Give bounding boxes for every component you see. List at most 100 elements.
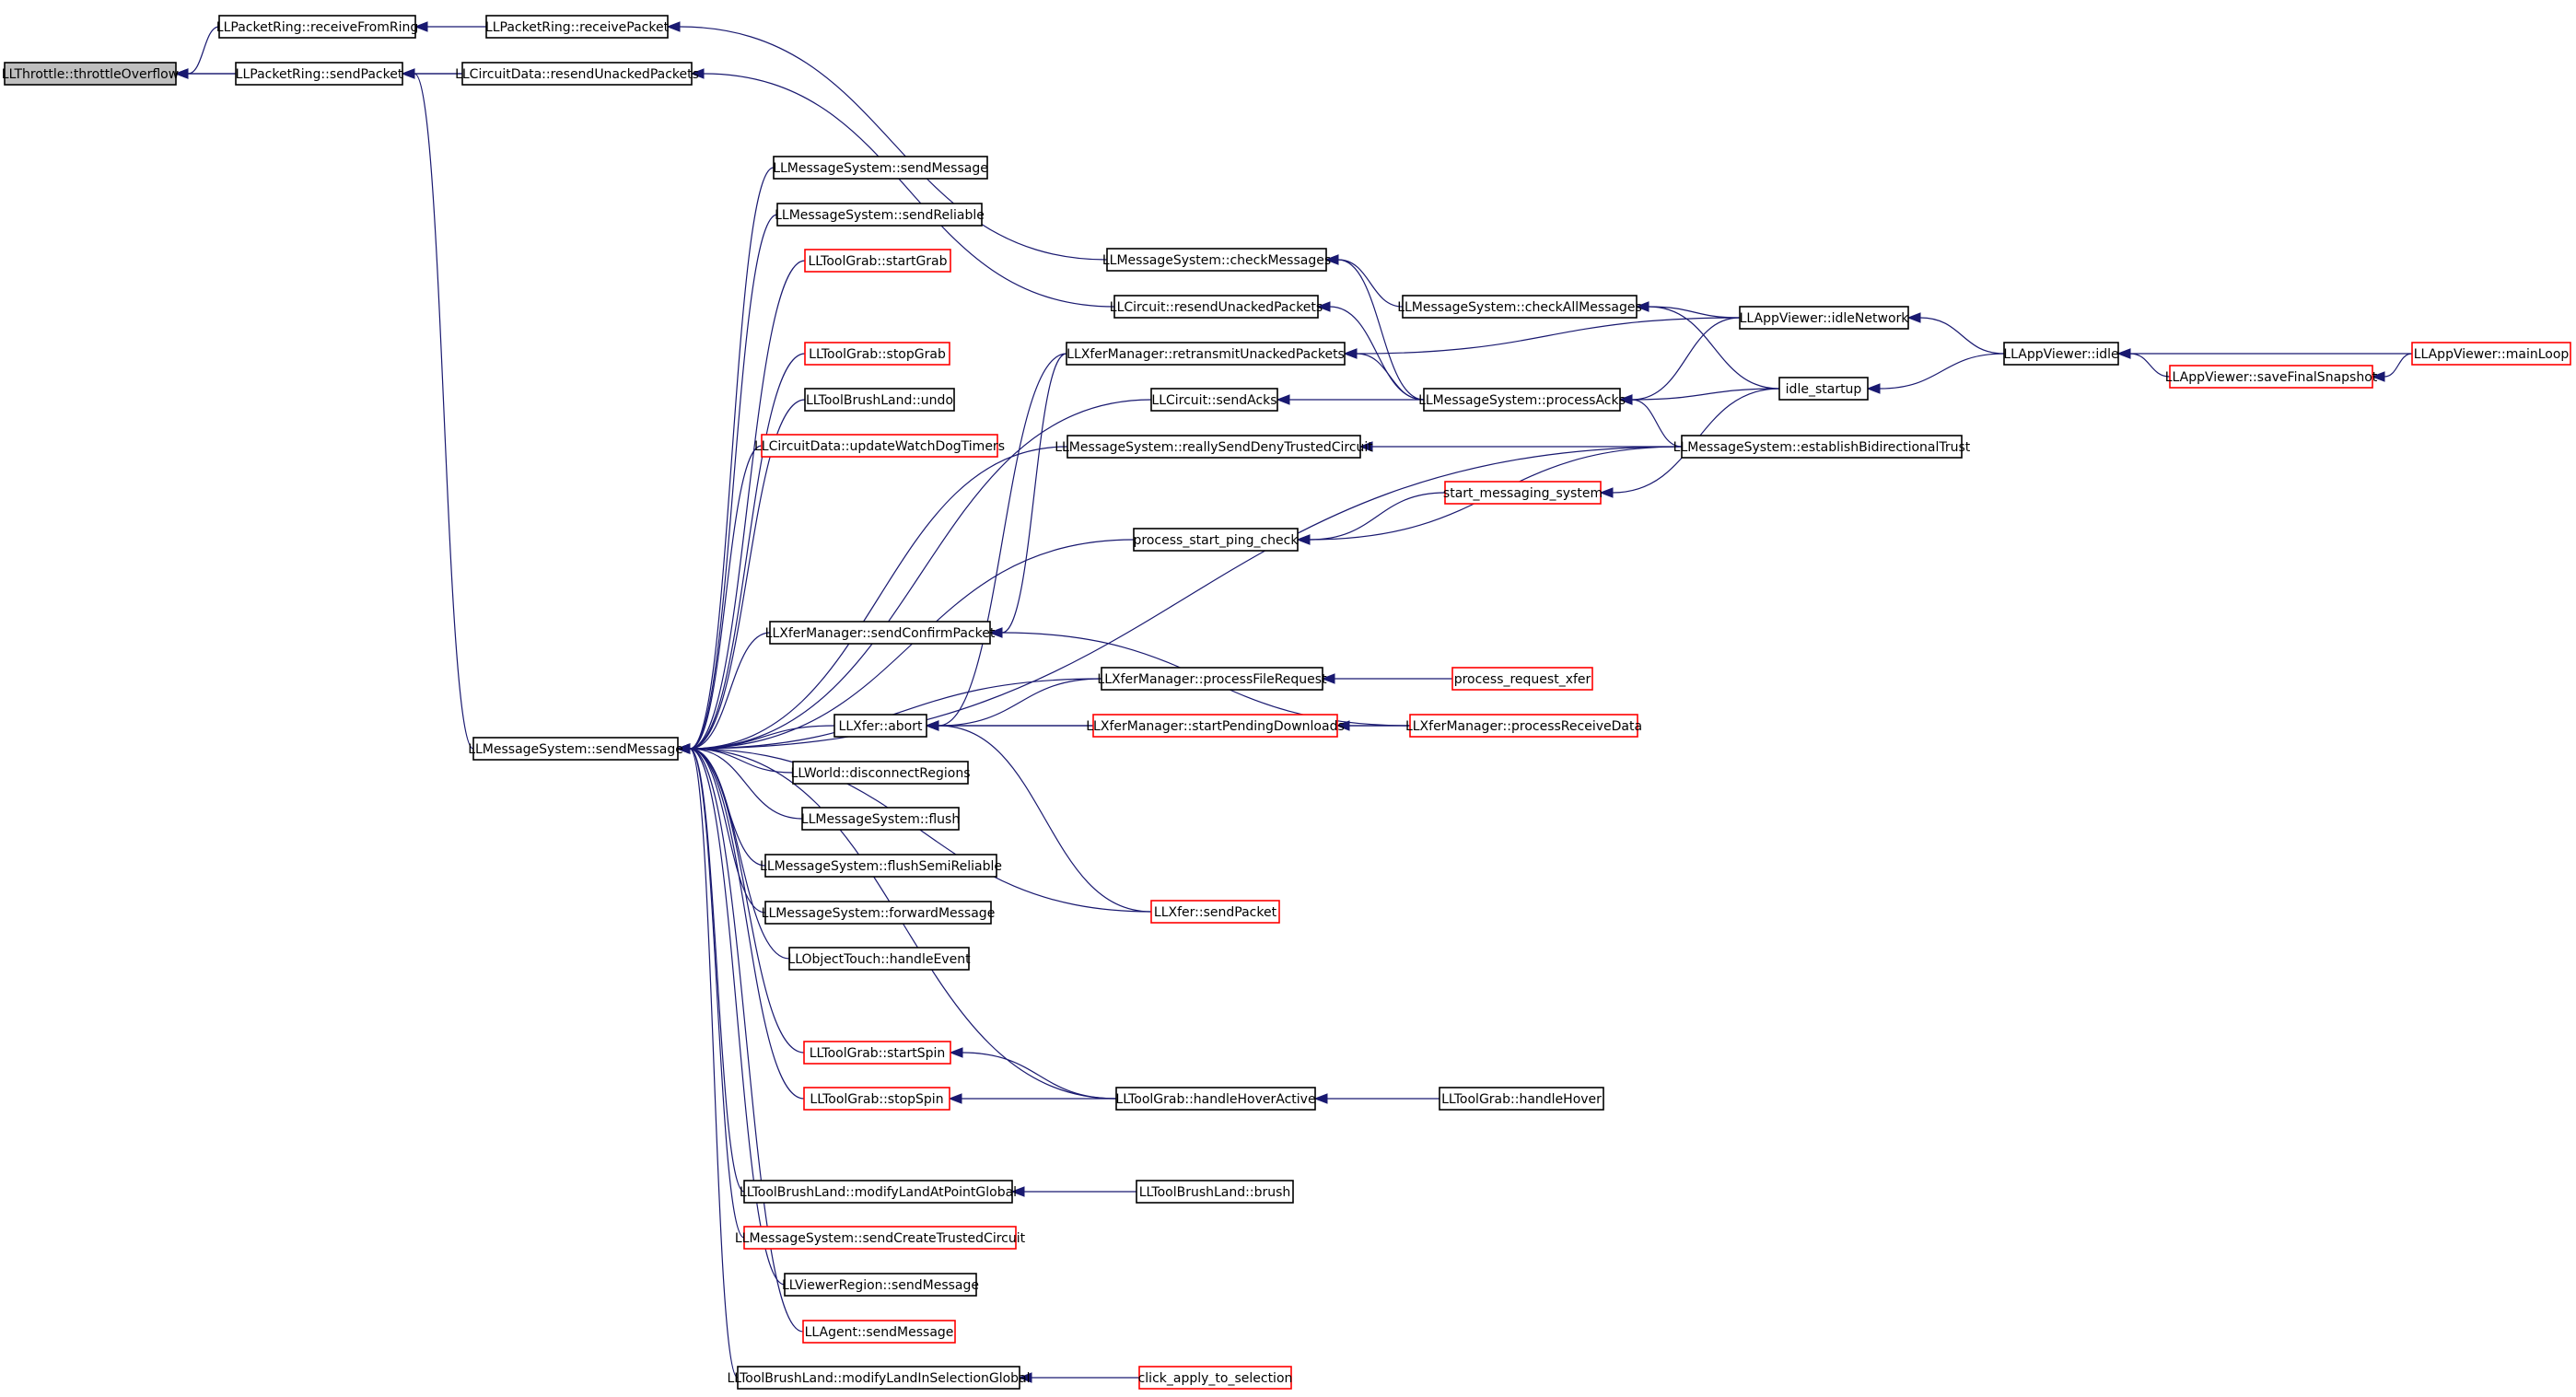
node-idle-startup[interactable]: idle_startup [1778,377,1869,401]
node-box[interactable] [1136,1180,1294,1204]
node-box[interactable] [2169,365,2373,389]
node-box[interactable] [1106,248,1327,272]
node-box[interactable] [1402,295,1638,319]
node-cd-watch-dog[interactable]: LLCircuitData::updateWatchDogTimers [754,434,1005,458]
node-box[interactable] [802,1320,956,1344]
node-box[interactable] [1092,714,1338,738]
node-world-disconnect[interactable]: LLWorld::disconnectRegions [791,761,971,785]
node-ms-check-messages[interactable]: LLMessageSystem::checkMessages [1102,248,1331,272]
node-box[interactable] [803,1041,951,1065]
node-ms-process-acks[interactable]: LLMessageSystem::processAcks [1418,388,1626,412]
node-box[interactable] [4,62,177,86]
node-box[interactable] [773,156,988,180]
node-av-save-snapshot[interactable]: LLAppViewer::saveFinalSnapshot [2165,365,2378,389]
node-box[interactable] [737,1366,1020,1390]
node-ms-forward[interactable]: LLMessageSystem::forwardMessage [762,901,996,925]
node-xfer-abort[interactable]: LLXfer::abort [833,714,927,738]
node-box[interactable] [1113,295,1319,319]
node-box[interactable] [1101,667,1323,691]
node-tbl-modify-point[interactable]: LLToolBrushLand::modifyLandAtPointGlobal [740,1180,1017,1204]
node-box[interactable] [218,15,416,39]
node-agent-send-message[interactable]: LLAgent::sendMessage [802,1320,956,1344]
node-box[interactable] [803,1087,950,1111]
node-box[interactable] [1133,528,1299,552]
node-box[interactable] [1444,481,1602,505]
node-box[interactable] [1423,388,1621,412]
node-box[interactable] [1451,667,1593,691]
node-box[interactable] [801,807,960,831]
node-tg-stop-grab[interactable]: LLToolGrab::stopGrab [804,342,950,366]
node-box[interactable] [804,388,955,412]
node-box[interactable] [769,621,991,645]
node-xm-retransmit[interactable]: LLXferManager::retransmitUnackedPackets [1066,342,1346,366]
node-box[interactable] [485,15,669,39]
node-xfer-send-packet[interactable]: LLXfer::sendPacket [1150,900,1280,924]
node-box[interactable] [1409,714,1638,738]
node-process-request-xfer[interactable]: process_request_xfer [1451,667,1593,691]
node-tg-handle-hover[interactable]: LLToolGrab::handleHover [1439,1087,1604,1111]
node-box[interactable] [761,434,998,458]
node-box[interactable] [804,249,951,273]
node-box[interactable] [784,1273,977,1297]
node-send-packet-ring[interactable]: LLPacketRing::sendPacket [235,62,403,86]
node-box[interactable] [1778,377,1869,401]
node-av-idle[interactable]: LLAppViewer::idle [2003,342,2119,366]
node-box[interactable] [743,1226,1017,1250]
node-receive-packet[interactable]: LLPacketRing::receivePacket [485,15,670,39]
node-box[interactable] [1681,435,1963,459]
node-tg-handle-hover-active[interactable]: LLToolGrab::handleHoverActive [1115,1087,1316,1111]
node-box[interactable] [833,714,927,738]
node-box[interactable] [2003,342,2119,366]
node-box[interactable] [1150,388,1278,412]
node-av-main-loop[interactable]: LLAppViewer::mainLoop [2411,342,2571,366]
node-xm-process-file[interactable]: LLXferManager::processFileRequest [1097,667,1327,691]
node-ms-really-send-deny[interactable]: LLMessageSystem::reallySendDenyTrustedCi… [1055,435,1373,459]
node-cd-resend[interactable]: LLCircuitData::resendUnackedPackets [455,62,699,86]
node-pspc[interactable]: process_start_ping_check [1133,528,1300,552]
node-tbl-undo[interactable]: LLToolBrushLand::undo [804,388,955,412]
node-ot-handle-event[interactable]: LLObjectTouch::handleEvent [787,947,971,971]
node-xm-start-pending[interactable]: LLXferManager::startPendingDownloads [1086,714,1345,738]
node-box[interactable] [764,854,997,878]
node-ms-send-message-top[interactable]: LLMessageSystem::sendMessage [773,156,988,180]
node-start-messaging[interactable]: start_messaging_system [1443,481,1603,505]
node-box[interactable] [1138,1366,1292,1390]
node-ms-flush[interactable]: LLMessageSystem::flush [801,807,960,831]
node-tg-start-grab[interactable]: LLToolGrab::startGrab [804,249,951,273]
node-ms-check-all[interactable]: LLMessageSystem::checkAllMessages [1397,295,1642,319]
node-tg-start-spin[interactable]: LLToolGrab::startSpin [803,1041,951,1065]
node-box[interactable] [461,62,693,86]
node-receive-from-ring[interactable]: LLPacketRing::receiveFromRing [216,15,418,39]
node-ms-establish-trust[interactable]: LLMessageSystem::establishBidirectionalT… [1673,435,1971,459]
node-tbl-brush[interactable]: LLToolBrushLand::brush [1136,1180,1294,1204]
node-box[interactable] [1150,900,1280,924]
node-box[interactable] [804,342,950,366]
node-box[interactable] [472,737,679,761]
node-box[interactable] [2411,342,2571,366]
node-box[interactable] [776,203,983,227]
node-tbl-modify-sel[interactable]: LLToolBrushLand::modifyLandInSelectionGl… [727,1366,1031,1390]
node-av-idle-network[interactable]: LLAppViewer::idleNetwork [1739,306,1910,330]
node-box[interactable] [764,901,992,925]
node-click-apply[interactable]: click_apply_to_selection [1138,1366,1293,1390]
node-box[interactable] [1739,306,1909,330]
node-ms-send-reliable[interactable]: LLMessageSystem::sendReliable [775,203,985,227]
node-box[interactable] [1066,342,1346,366]
node-c-resend[interactable]: LLCircuit::resendUnackedPackets [1110,295,1323,319]
node-c-send-acks[interactable]: LLCircuit::sendAcks [1150,388,1278,412]
node-box[interactable] [1067,435,1361,459]
node-box[interactable] [235,62,403,86]
node-xm-send-confirm[interactable]: LLXferManager::sendConfirmPacket [765,621,996,645]
node-box[interactable] [743,1180,1013,1204]
node-throttle-overflow[interactable]: LLThrottle::throttleOverflow [2,62,179,86]
node-ms-send-message-main[interactable]: LLMessageSystem::sendMessage [468,737,683,761]
node-box[interactable] [1439,1087,1604,1111]
node-vr-send-message[interactable]: LLViewerRegion::sendMessage [782,1273,979,1297]
node-xm-process-receive[interactable]: LLXferManager::processReceiveData [1405,714,1642,738]
node-ms-flush-semi[interactable]: LLMessageSystem::flushSemiReliable [760,854,1002,878]
node-ms-send-create-trusted[interactable]: LLMessageSystem::sendCreateTrustedCircui… [735,1226,1026,1250]
node-tg-stop-spin[interactable]: LLToolGrab::stopSpin [803,1087,950,1111]
node-box[interactable] [1115,1087,1316,1111]
node-box[interactable] [792,761,969,785]
node-box[interactable] [788,947,970,971]
